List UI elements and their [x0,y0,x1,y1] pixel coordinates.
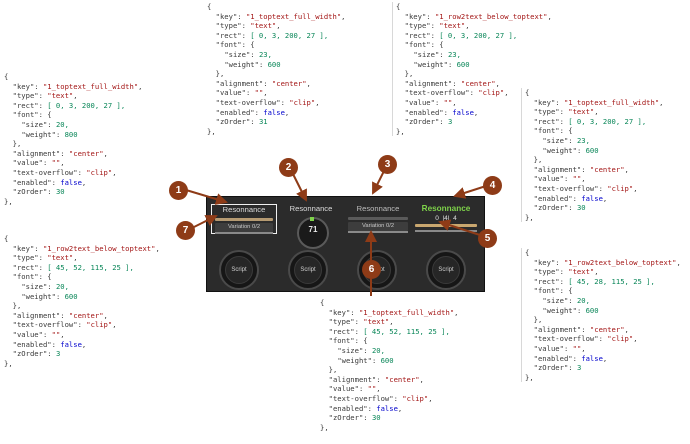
slot-2[interactable]: Resonnance 71 [278,204,344,249]
slot-3[interactable]: Resonnance Variation 0/2 [345,204,411,234]
device-panel: Resonnance Variation 0/2 Resonnance 71 R… [206,196,485,292]
arrow-1 [185,189,228,205]
slot-2-title: Resonnance [289,204,333,213]
badge-2: 2 [279,158,298,177]
slot-3-variation: Variation 0/2 [348,222,408,231]
arrow-5 [438,219,484,237]
knob-value: 71 [308,225,318,234]
slot-1-variation: Variation 0/2 [215,223,273,232]
slot-4-row2: 0 |4| 4 [435,215,457,222]
snippet-4: { "key": "1_toptext_full_width", "type":… [521,88,664,223]
snippet-7: { "key": "1_row2text_below_toptext", "ty… [4,234,160,369]
arrow-4 [453,185,487,199]
snippet-1: { "key": "1_toptext_full_width", "type":… [4,72,143,207]
snippet-5: { "key": "1_row2text_below_toptext", "ty… [521,248,681,383]
badge-3: 3 [378,155,397,174]
badge-4: 4 [483,176,502,195]
knob-indicator-icon [310,217,314,221]
badge-1: 1 [169,181,188,200]
script-pad-4[interactable]: Script [426,250,466,290]
slot-3-underline [348,231,408,233]
badge-5: 5 [478,229,497,248]
snippet-2: { "key": "1_toptext_full_width", "type":… [207,2,346,137]
slot-2-knob[interactable]: 71 [297,217,329,249]
snippet-6: { "key": "1_toptext_full_width", "type":… [320,298,459,433]
slot-1-title: Resonnance [222,205,266,214]
badge-7: 7 [176,221,195,240]
slot-3-title: Resonnance [356,204,400,213]
script-pad-1[interactable]: Script [219,250,259,290]
slot-3-bar [348,217,408,220]
slot-4-underline [415,230,477,232]
slot-1-underline [215,232,273,234]
script-pad-2[interactable]: Script [288,250,328,290]
arrow-7 [191,215,218,229]
slot-4-title: Resonnance [421,204,471,213]
badge-6: 6 [362,260,381,279]
slot-1-bar [215,218,273,221]
